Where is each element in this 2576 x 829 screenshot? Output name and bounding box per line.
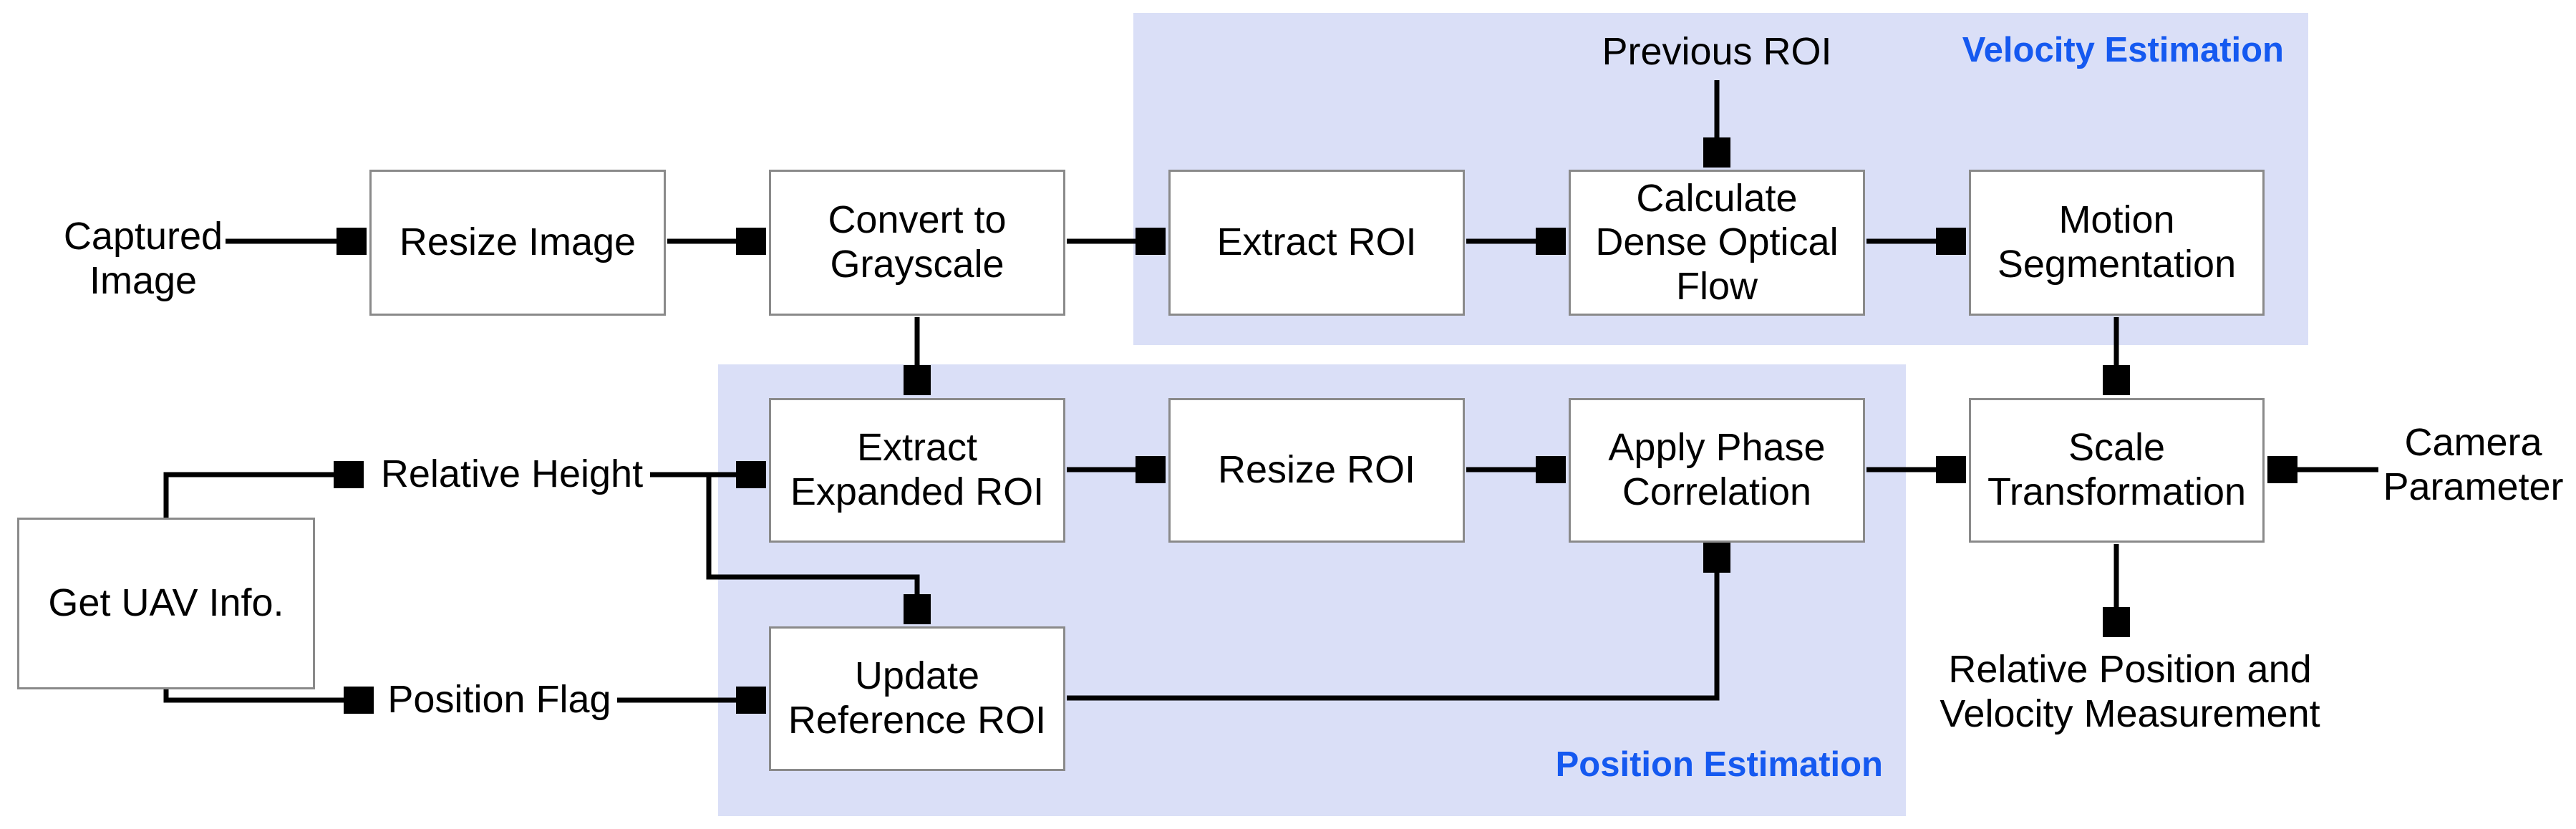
previous-roi-label: Previous ROI [1602,30,1832,73]
arrow-uav-to-relative-height [163,475,357,519]
node-get-uav-info: Get UAV Info. [17,518,315,689]
position-estimation-label: Position Estimation [1555,745,1883,784]
node-update-reference-roi: Update Reference ROI [769,626,1065,771]
node-extract-roi: Extract ROI [1168,170,1465,316]
captured-image-label: Captured Image [63,215,223,302]
arrow-update-to-apply [1067,550,1717,701]
node-calculate-dense-optical-flow: Calculate Dense Optical Flow [1569,170,1865,316]
velocity-estimation-label: Velocity Estimation [1962,31,2284,69]
arrow-uav-to-position-flag [163,688,367,700]
arrow-relative-height-to-update [706,475,917,617]
node-extract-expanded-roi: Extract Expanded ROI [769,398,1065,543]
node-apply-phase-correlation: Apply Phase Correlation [1569,398,1865,543]
node-convert-to-grayscale: Convert to Grayscale [769,170,1065,316]
camera-parameter-label: Camera Parameter [2383,421,2564,508]
node-motion-segmentation: Motion Segmentation [1969,170,2265,316]
output-measurement-label: Relative Position and Velocity Measureme… [1940,648,2320,735]
node-resize-roi: Resize ROI [1168,398,1465,543]
relative-height-label: Relative Height [380,452,644,495]
position-flag-label: Position Flag [387,678,611,721]
node-resize-image: Resize Image [369,170,666,316]
node-scale-transformation: Scale Transformation [1969,398,2265,543]
